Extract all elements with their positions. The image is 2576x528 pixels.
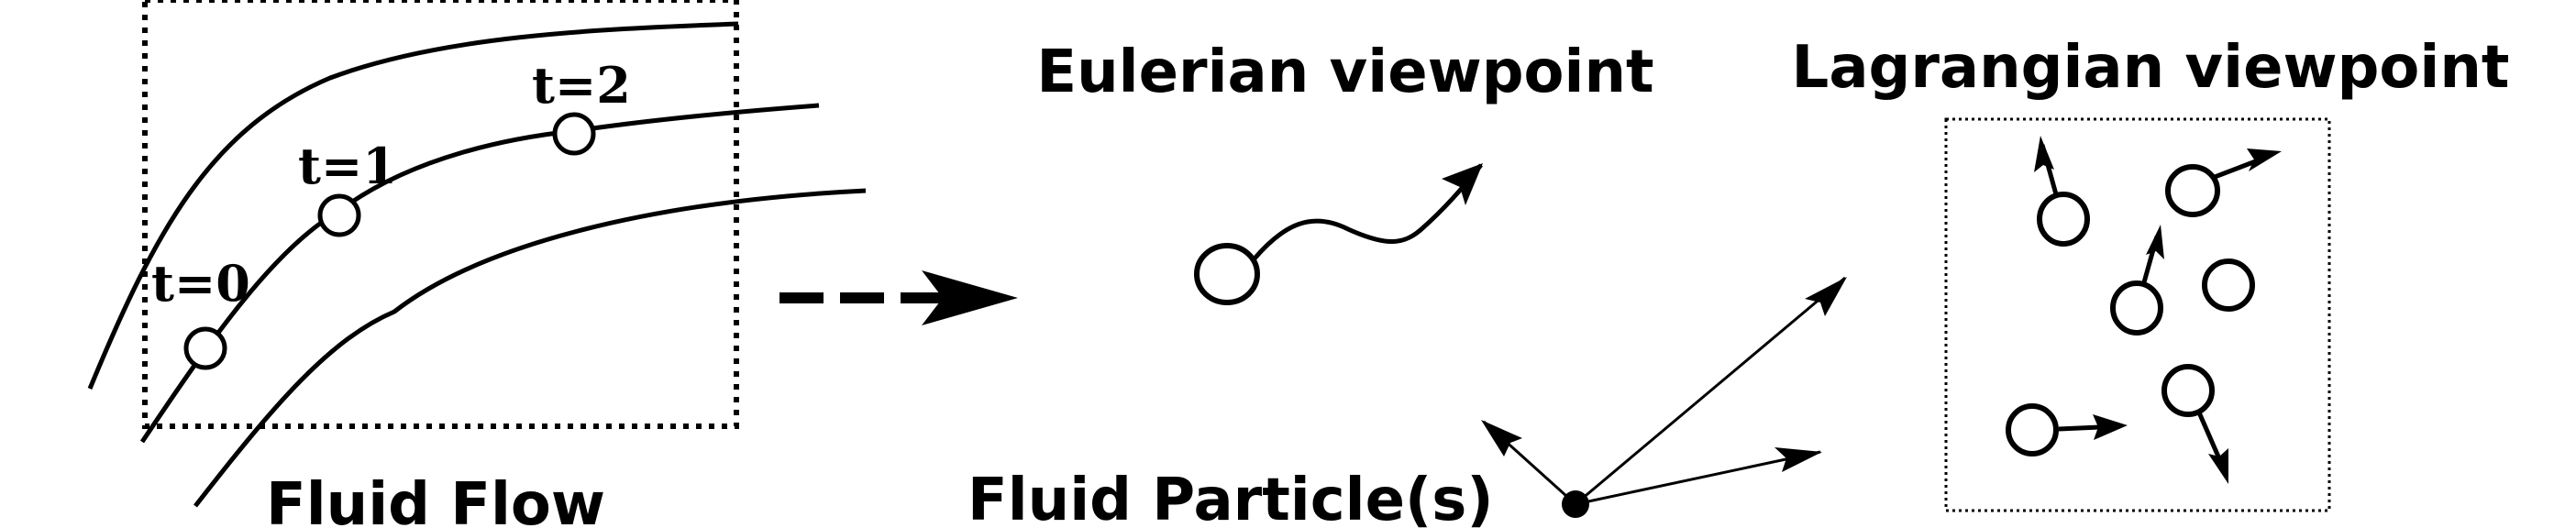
fluid-flow-panel: t=0 t=1 t=2 Fluid Flow (87, 0, 867, 528)
lagrangian-particle (2202, 258, 2255, 312)
lagrangian-particle (2161, 364, 2215, 417)
fluid-particles-panel: Fluid Particle(s) (967, 276, 1847, 528)
lagrangian-particle (2037, 192, 2090, 247)
flow-frame (142, 0, 739, 429)
lagrangian-frame (1944, 117, 2331, 512)
streamline-upper (87, 21, 739, 390)
eulerian-arrowhead (1442, 163, 1483, 205)
eulerian-panel: Eulerian viewpoint (1036, 38, 1654, 305)
time-label-t1: t=1 (298, 137, 397, 195)
particle-vector-up-right (1575, 276, 1846, 506)
fluid-flow-label: Fluid Flow (266, 471, 605, 528)
transition-arrowhead (922, 270, 1018, 325)
time-label-t0: t=0 (151, 254, 250, 313)
particle-t0 (183, 326, 227, 370)
lagrangian-particle (2006, 403, 2059, 456)
lagrangian-panel: Lagrangian viewpoint (1792, 34, 2510, 512)
lagrangian-particle (2110, 280, 2163, 336)
fluid-particles-label: Fluid Particle(s) (967, 467, 1494, 528)
transition-arrow (779, 270, 1018, 325)
eulerian-particle (1194, 243, 1260, 305)
lagrangian-label: Lagrangian viewpoint (1792, 34, 2510, 102)
streamline-lower (193, 188, 867, 508)
eulerian-trajectory (1253, 163, 1483, 260)
time-label-t2: t=2 (532, 56, 631, 115)
particle-t1 (317, 193, 361, 237)
eulerian-label: Eulerian viewpoint (1036, 38, 1653, 106)
particle-vector-right (1575, 450, 1821, 506)
streamline-middle (139, 103, 820, 444)
particle-t2 (552, 112, 596, 156)
lagrangian-particle (2165, 164, 2220, 217)
